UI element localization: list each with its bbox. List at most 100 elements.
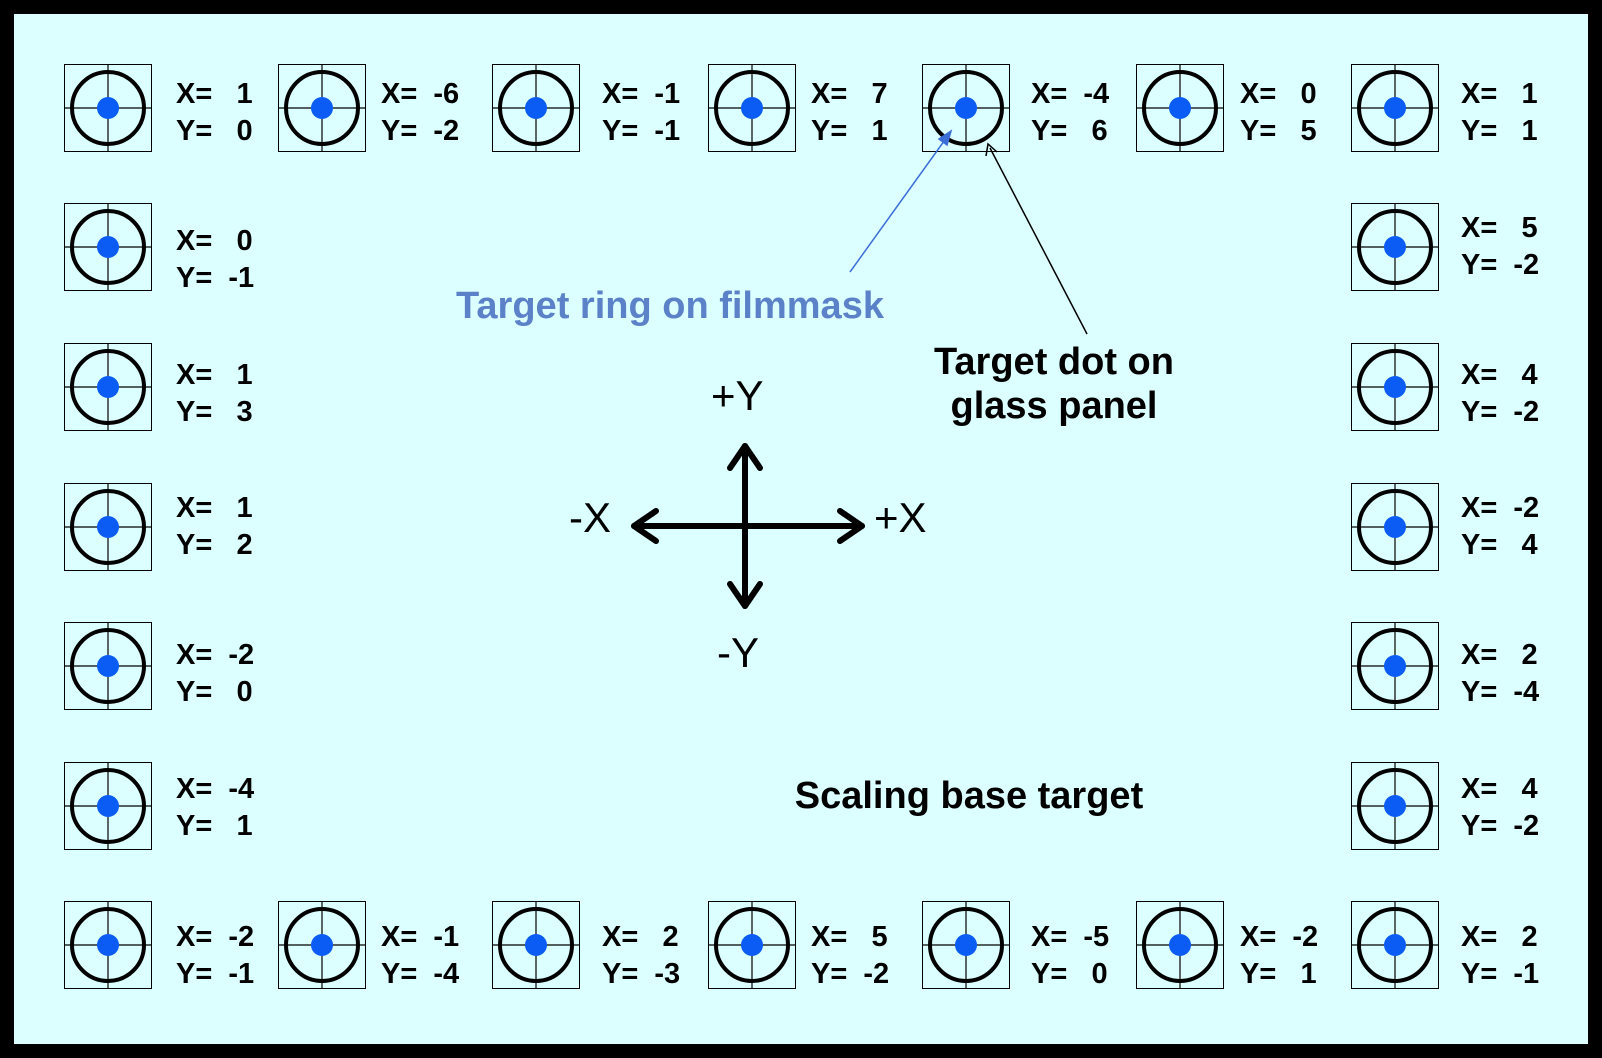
target-dot <box>1384 236 1406 258</box>
y-offset: Y= -1 <box>176 262 255 294</box>
target-dot <box>955 934 977 956</box>
target-dot <box>1169 934 1191 956</box>
x-offset: X= 2 <box>1461 639 1538 671</box>
target-ring <box>1357 628 1433 704</box>
target-offset-label: X= 5 Y= -2 <box>1461 210 1539 284</box>
target-symbol <box>1136 901 1224 989</box>
x-offset: X= -2 <box>1461 492 1540 524</box>
target-ring <box>1142 907 1218 983</box>
y-offset: Y= 6 <box>1031 115 1108 147</box>
target-dot <box>311 934 333 956</box>
target-symbol <box>708 64 796 152</box>
y-offset: Y= 1 <box>1240 958 1317 990</box>
dot-callout-line1: Target dot on <box>934 341 1174 383</box>
x-offset: X= -5 <box>1031 921 1110 953</box>
target-ring <box>70 907 146 983</box>
y-offset: Y= -2 <box>1461 249 1540 281</box>
x-offset: X= 0 <box>1240 78 1317 110</box>
target-ring <box>284 907 360 983</box>
target-ring <box>70 768 146 844</box>
y-offset: Y= 1 <box>176 810 253 842</box>
x-offset: X= 2 <box>1461 921 1538 953</box>
target-symbol <box>1351 483 1439 571</box>
target-ring <box>70 349 146 425</box>
x-offset: X= -4 <box>176 773 255 805</box>
target-symbol <box>922 901 1010 989</box>
x-offset: X= -2 <box>176 921 255 953</box>
target-dot <box>97 236 119 258</box>
target-ring <box>1142 70 1218 146</box>
y-offset: Y= 0 <box>176 115 253 147</box>
x-offset: X= 1 <box>1461 78 1538 110</box>
x-offset: X= 1 <box>176 78 253 110</box>
target-ring <box>928 70 1004 146</box>
y-offset: Y= -2 <box>381 115 460 147</box>
target-dot <box>97 97 119 119</box>
x-offset: X= 0 <box>176 225 253 257</box>
x-offset: X= -1 <box>381 921 460 953</box>
target-dot <box>97 516 119 538</box>
x-offset: X= -2 <box>176 639 255 671</box>
target-offset-label: X= -4 Y= 1 <box>176 771 254 845</box>
target-ring <box>1357 209 1433 285</box>
dot-callout-line2: glass panel <box>950 385 1158 427</box>
target-ring <box>714 70 790 146</box>
target-offset-label: X= 0 Y= -1 <box>176 223 254 297</box>
ring-callout-label: Target ring on filmmask <box>456 285 884 327</box>
target-ring <box>70 70 146 146</box>
target-ring <box>1357 349 1433 425</box>
target-dot <box>1384 516 1406 538</box>
target-dot <box>1384 795 1406 817</box>
axis-label-minus-x: -X <box>569 494 611 541</box>
x-offset: X= 2 <box>602 921 679 953</box>
target-offset-label: X= -2 Y= 0 <box>176 637 254 711</box>
target-offset-label: X= 1 Y= 1 <box>1461 76 1538 150</box>
target-ring <box>70 489 146 565</box>
target-dot <box>97 934 119 956</box>
target-symbol <box>1351 762 1439 850</box>
y-offset: Y= -2 <box>811 958 890 990</box>
target-offset-label: X= -2 Y= -1 <box>176 919 254 993</box>
target-ring <box>498 907 574 983</box>
target-symbol <box>278 901 366 989</box>
target-dot <box>97 376 119 398</box>
dot-callout-label: Target dot on glass panel <box>894 340 1214 428</box>
target-ring <box>1357 768 1433 844</box>
arrowhead-left <box>631 508 659 544</box>
x-offset: X= 4 <box>1461 359 1538 391</box>
axis-cross-arrows <box>631 443 865 609</box>
target-ring <box>498 70 574 146</box>
target-symbol <box>492 64 580 152</box>
ring-callout-pointer <box>849 129 953 273</box>
target-symbol <box>1351 64 1439 152</box>
target-offset-label: X= 2 Y= -4 <box>1461 637 1539 711</box>
target-symbol <box>492 901 580 989</box>
y-offset: Y= 0 <box>176 676 253 708</box>
y-offset: Y= -1 <box>176 958 255 990</box>
target-ring <box>70 628 146 704</box>
target-symbol <box>64 622 152 710</box>
target-symbol <box>64 483 152 571</box>
y-offset: Y= -1 <box>602 115 681 147</box>
x-offset: X= 5 <box>1461 212 1538 244</box>
target-symbol <box>64 64 152 152</box>
y-offset: Y= -4 <box>1461 676 1540 708</box>
y-offset: Y= 1 <box>1461 115 1538 147</box>
target-symbol <box>1351 622 1439 710</box>
target-symbol <box>64 762 152 850</box>
target-dot <box>525 97 547 119</box>
x-offset: X= 1 <box>176 359 253 391</box>
target-dot <box>311 97 333 119</box>
scaling-base-label: Scaling base target <box>794 775 1144 817</box>
